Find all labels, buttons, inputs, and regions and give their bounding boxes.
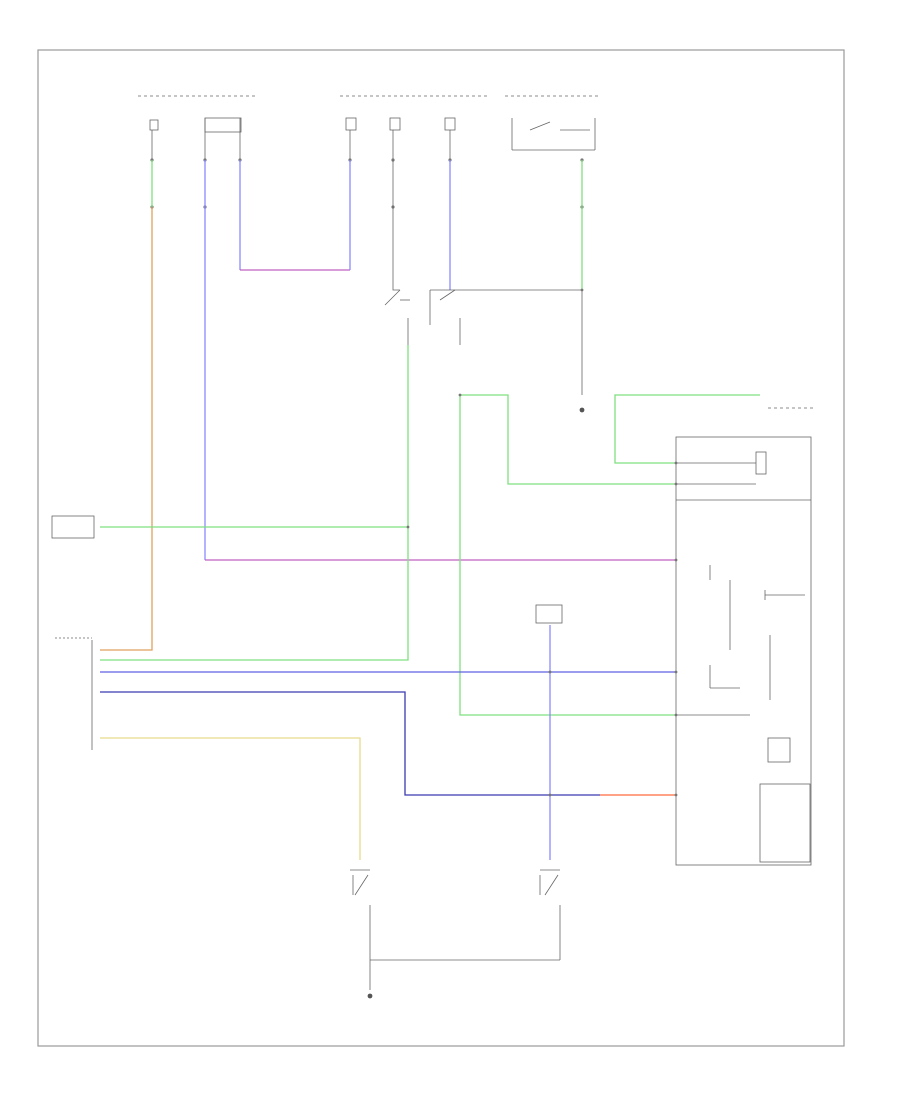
ground-bottom <box>367 993 373 999</box>
wire-orange <box>100 207 153 651</box>
control-module-right <box>675 436 812 866</box>
connector-pins-right <box>406 288 678 797</box>
wire-blue-2 <box>100 691 600 796</box>
wire-green-408 <box>100 345 409 661</box>
wire-yellow <box>100 737 361 860</box>
fuse-box-left <box>138 95 255 160</box>
switch-bottom-right <box>539 869 561 960</box>
ignition-switch <box>505 95 600 151</box>
connector-pins-top <box>150 158 584 209</box>
wire-green-center-down <box>459 395 676 716</box>
ground-right <box>579 407 585 413</box>
switch-bottom-left <box>350 869 371 960</box>
switch-mid-right <box>429 289 461 345</box>
wire-green-right-module <box>614 394 760 464</box>
diagram-frame <box>37 49 845 1047</box>
wire-green-center <box>460 394 676 485</box>
wire-gray-mid <box>392 160 400 291</box>
switch-mid-left <box>384 289 410 345</box>
connector-center <box>535 604 563 624</box>
fuse-box-middle <box>340 95 490 160</box>
module-left-lower <box>55 637 93 750</box>
module-left-upper <box>51 515 95 539</box>
